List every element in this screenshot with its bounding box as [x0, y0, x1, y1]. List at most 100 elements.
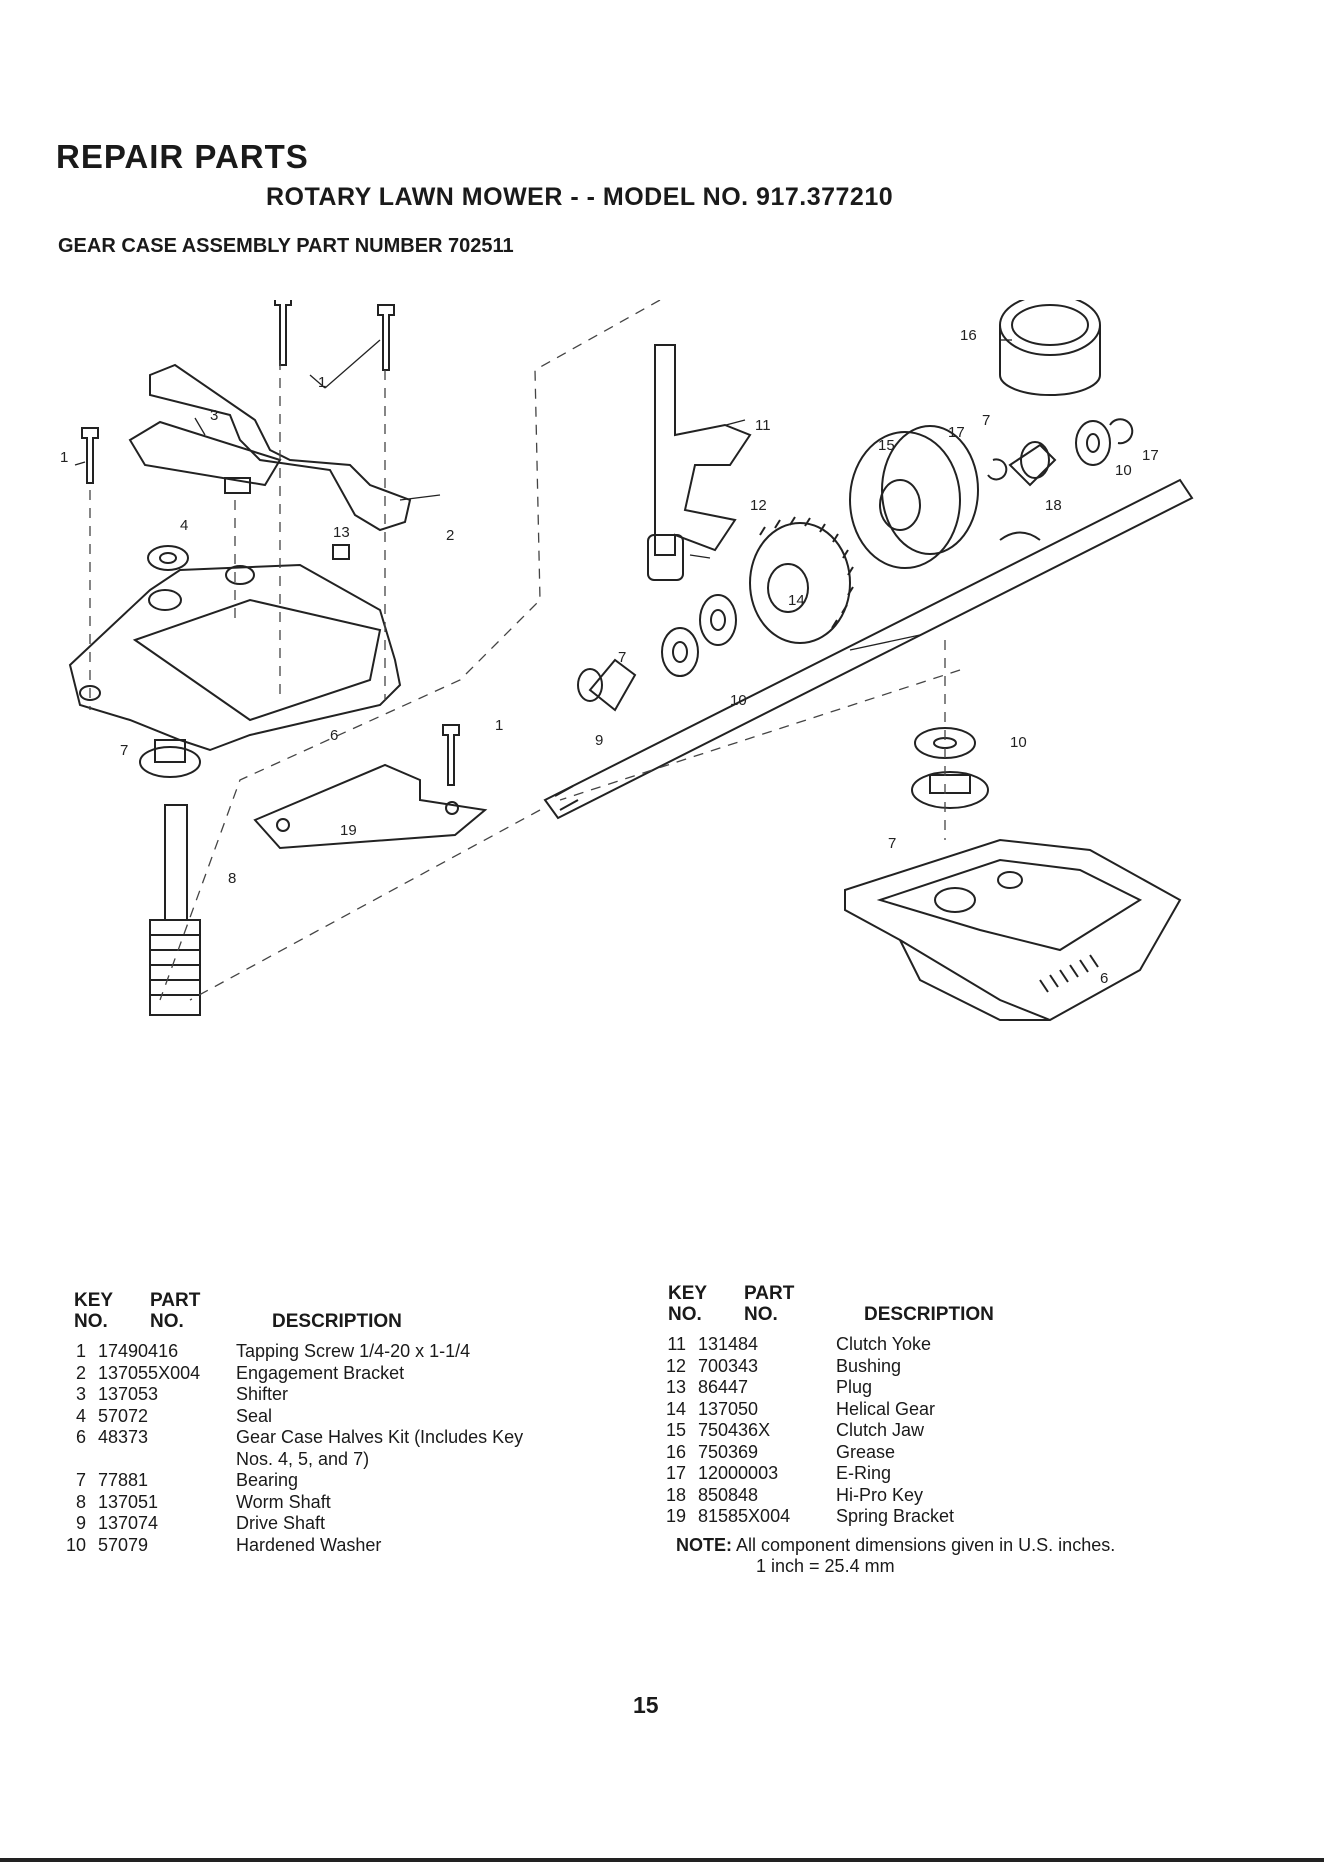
part-number: 137055X004 — [98, 1362, 201, 1383]
key-number: 9 — [75, 1513, 86, 1533]
part-number: 750436X — [698, 1420, 771, 1440]
e-ring — [987, 458, 1008, 481]
gear-case-lower — [844, 838, 1182, 1022]
hardened-washer — [661, 627, 699, 677]
parts-row: 16 750369 Grease — [660, 1442, 954, 1464]
parts-row: 6 48373 Gear Case Halves Kit (Includes Key — [60, 1427, 523, 1449]
key-number: 3 — [75, 1384, 86, 1404]
callout-7: 7 — [982, 412, 990, 429]
gear-case-upper — [68, 563, 402, 752]
callout-7: 7 — [888, 835, 896, 852]
spring-bracket — [253, 763, 488, 850]
exploded-parts-diagram: 1 2 3 4 1 13 6 7 1 19 8 9 7 10 12 14 11 … — [60, 300, 1194, 1022]
part-description: Seal — [236, 1405, 273, 1426]
part-number: 86447 — [698, 1377, 749, 1397]
key-number: 17 — [665, 1463, 686, 1483]
key-number: 15 — [665, 1420, 686, 1440]
bearing — [588, 658, 637, 712]
callout-7: 7 — [120, 742, 128, 759]
callout-14: 14 — [788, 592, 805, 609]
e-ring — [1109, 418, 1134, 445]
part-number: 57079 — [98, 1534, 149, 1555]
part-number: 137053 — [98, 1384, 159, 1404]
part-number: 137051 — [98, 1491, 159, 1512]
callout-13: 13 — [333, 524, 350, 541]
callout-1: 1 — [60, 449, 68, 466]
part-description: Hardened Washer — [236, 1534, 382, 1555]
key-number: 4 — [75, 1405, 86, 1426]
part-description: Clutch Yoke — [836, 1334, 932, 1354]
callout-15: 15 — [878, 437, 895, 454]
key-number: 10 — [65, 1534, 86, 1555]
key-number: 14 — [665, 1398, 686, 1419]
description-header: DESCRIPTION — [864, 1304, 994, 1325]
part-description: Spring Bracket — [836, 1506, 955, 1526]
hi-pro-key — [999, 531, 1041, 541]
key-number: 7 — [75, 1470, 86, 1490]
part-description: Grease — [836, 1441, 896, 1462]
part-description: Worm Shaft — [236, 1491, 331, 1512]
part-description: Hi-Pro Key — [836, 1484, 924, 1505]
page-edge-line — [0, 1858, 1324, 1862]
part-description: Nos. 4, 5, and 7) — [236, 1448, 370, 1469]
part-number: 77881 — [98, 1470, 149, 1490]
part-number: 850848 — [698, 1484, 759, 1505]
callout-10: 10 — [1010, 734, 1027, 751]
seal — [147, 545, 189, 571]
description-header: DESCRIPTION — [272, 1311, 402, 1332]
callout-6: 6 — [1100, 970, 1108, 987]
helical-gear — [749, 522, 851, 644]
bearing — [1008, 443, 1057, 487]
tapping-screw — [274, 300, 292, 366]
callout-10: 10 — [730, 692, 747, 709]
bearing — [911, 771, 989, 809]
part-description: Gear Case Halves Kit (Includes Key — [236, 1427, 524, 1447]
note-line-2: 1 inch = 25.4 mm — [756, 1556, 895, 1576]
page-title: REPAIR PARTS — [56, 138, 309, 175]
engagement-bracket — [149, 363, 412, 532]
parts-row: 10 57079 Hardened Washer — [60, 1535, 523, 1557]
part-description: E-Ring — [836, 1463, 892, 1483]
part-number: 81585X004 — [698, 1506, 791, 1526]
key-number: 16 — [665, 1441, 686, 1462]
callout-19: 19 — [340, 822, 357, 839]
key-number: 6 — [75, 1427, 86, 1447]
key-number: 1 — [75, 1341, 86, 1361]
model-subtitle: ROTARY LAWN MOWER - - MODEL NO. 917.3772… — [266, 183, 894, 211]
part-number: 131484 — [698, 1334, 759, 1354]
callout-17: 17 — [1142, 447, 1159, 464]
callout-9: 9 — [595, 732, 603, 749]
callout-11: 11 — [755, 417, 771, 434]
callout-12: 12 — [750, 497, 767, 514]
part-number: 750369 — [698, 1441, 759, 1462]
callout-1: 1 — [318, 374, 326, 391]
key-number: 19 — [665, 1506, 686, 1526]
tapping-screw — [81, 427, 99, 484]
page-number: 15 — [633, 1692, 659, 1718]
note-line-1: All component dimensions given in U.S. i… — [736, 1535, 1116, 1555]
key-number: 8 — [75, 1491, 86, 1512]
dimensions-note: NOTE: All component dimensions given in … — [676, 1535, 1115, 1577]
part-number: 48373 — [98, 1427, 149, 1447]
callout-4: 4 — [180, 517, 188, 534]
key-number: 12 — [665, 1355, 686, 1376]
part-number: 57072 — [98, 1405, 149, 1426]
callout-2: 2 — [446, 527, 454, 544]
parts-row: 8 137051 Worm Shaft — [60, 1492, 523, 1514]
part-number: 137050 — [698, 1398, 759, 1419]
parts-row: 19 81585X004 Spring Bracket — [660, 1506, 954, 1528]
shifter — [128, 420, 282, 487]
hardened-washer — [699, 594, 737, 646]
hardened-washer — [1075, 420, 1111, 466]
part-description: Helical Gear — [836, 1398, 936, 1419]
